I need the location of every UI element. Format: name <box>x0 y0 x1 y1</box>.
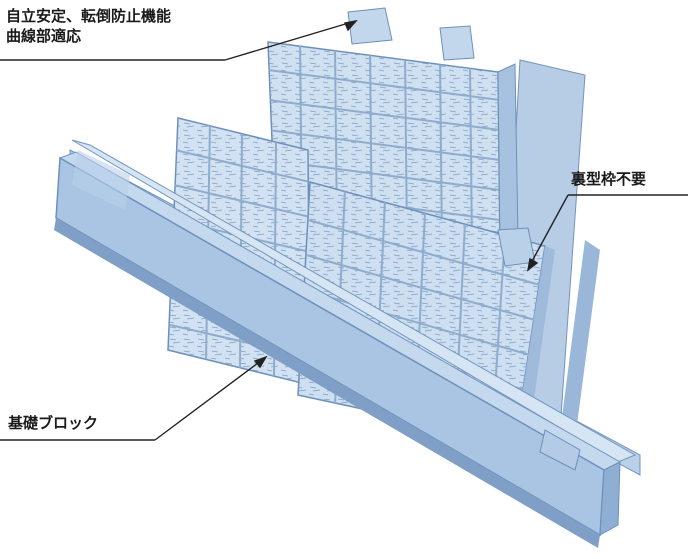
leader-arrow-top <box>344 19 358 32</box>
leader-arrow-bottom <box>253 355 268 369</box>
top-upright-stub <box>347 7 475 61</box>
leader-line-top-diagonal <box>224 21 353 61</box>
foundation-block <box>54 139 637 548</box>
label-top: 自立安定、転倒防止機能 曲線部適応 <box>6 6 171 46</box>
leader-arrow-right <box>526 257 539 272</box>
label-top-line2: 曲線部適応 <box>6 27 82 45</box>
label-right: 裏型枠不要 <box>571 170 647 188</box>
label-bottom: 基礎ブロック <box>8 414 99 432</box>
leader-lines <box>0 19 688 441</box>
leader-line-bottom-diagonal <box>154 359 263 441</box>
leader-line-right-diagonal <box>529 194 569 266</box>
label-top-line1: 自立安定、転倒防止機能 <box>6 7 172 25</box>
